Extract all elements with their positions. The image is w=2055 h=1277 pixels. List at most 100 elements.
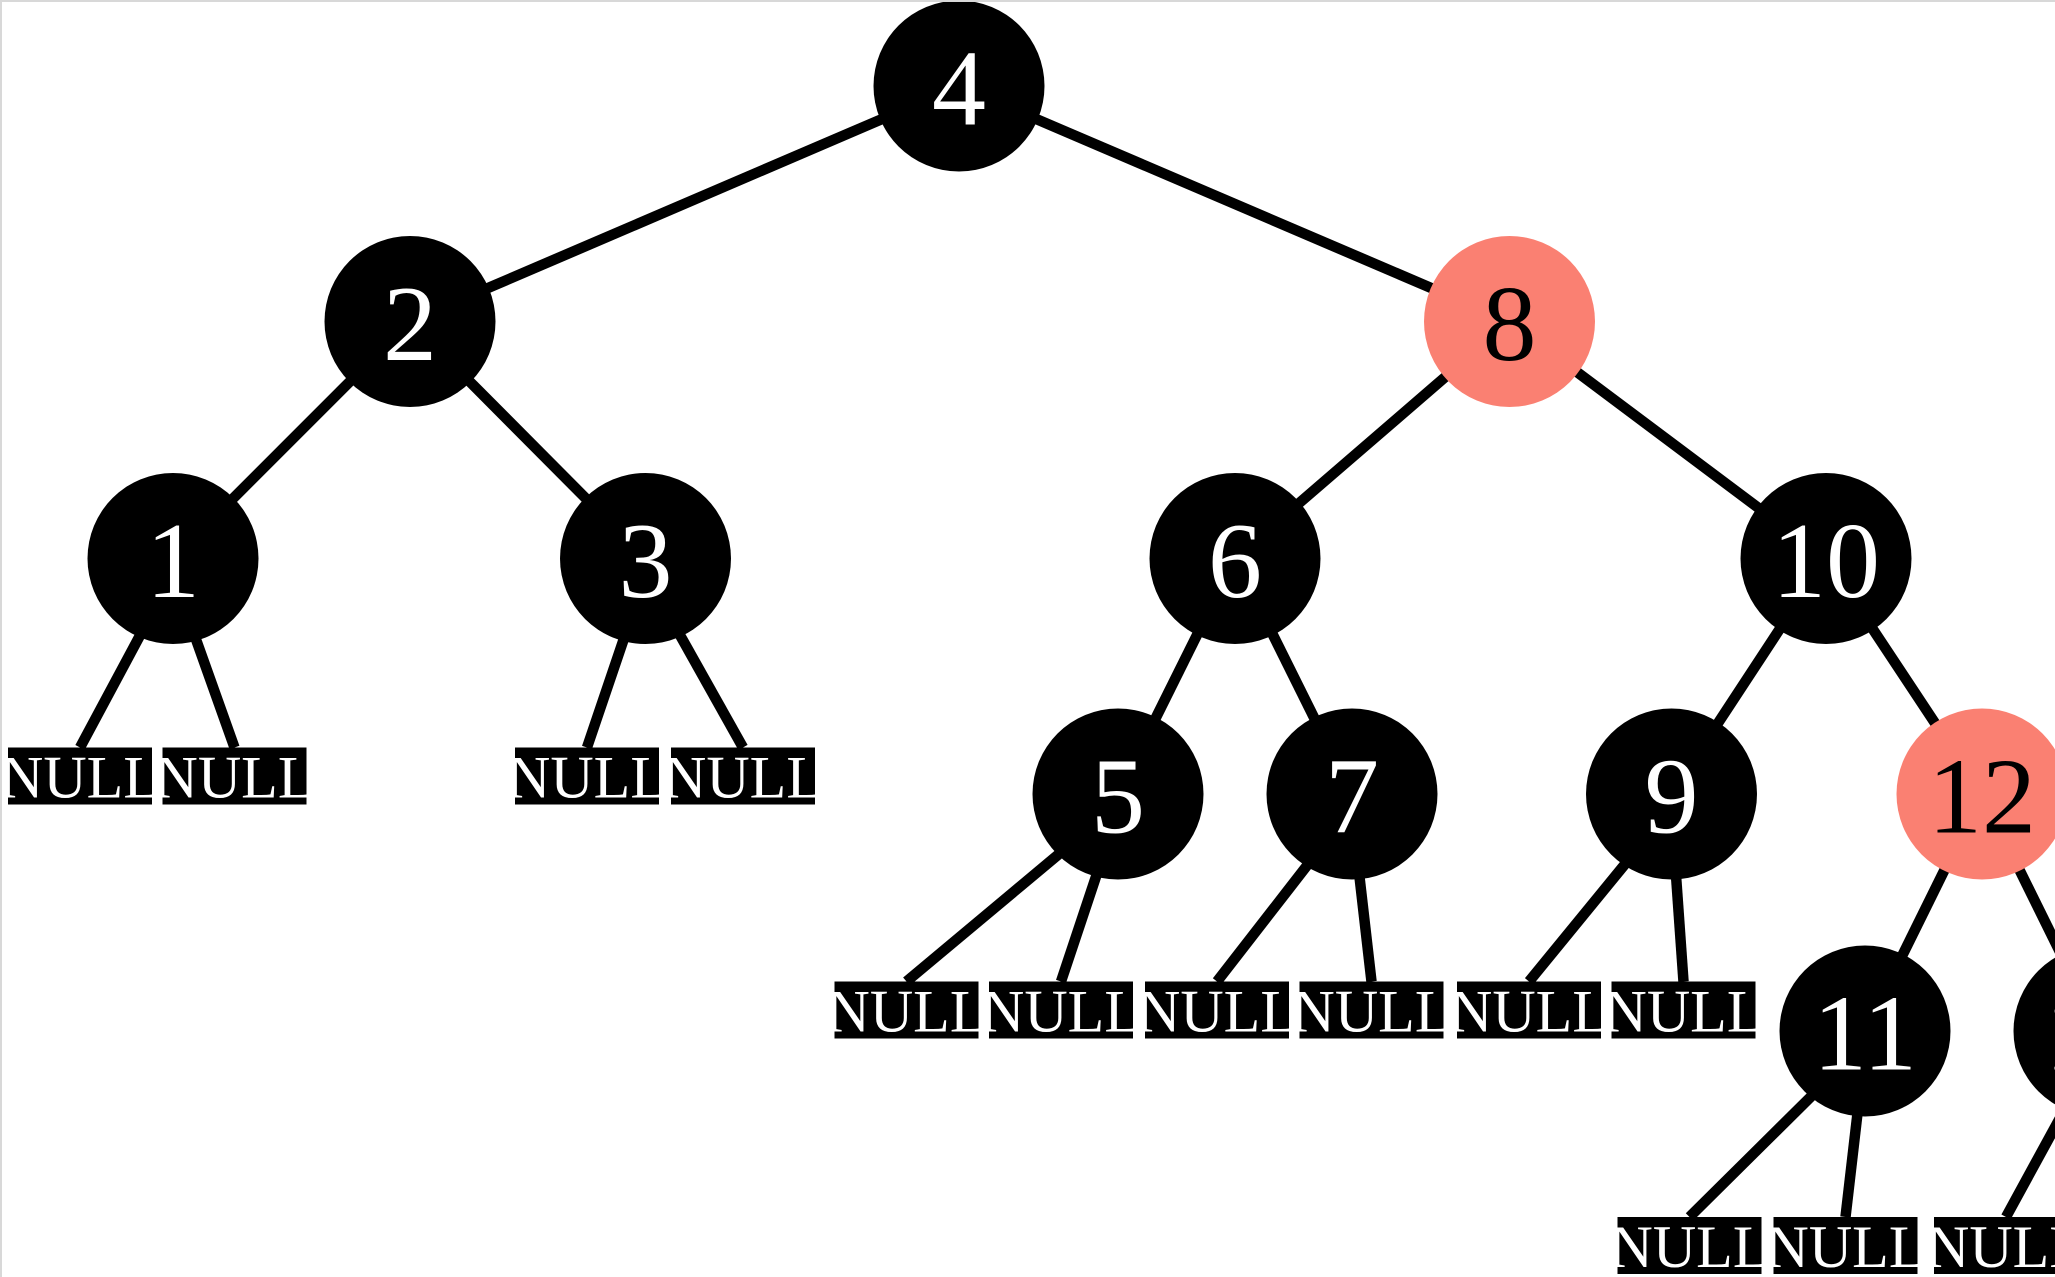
null-leaf: NULL bbox=[663, 745, 823, 811]
tree-edge bbox=[483, 113, 886, 294]
null-box bbox=[834, 981, 979, 1039]
node-circle-black[interactable] bbox=[1586, 708, 1757, 880]
null-leaf: NULL bbox=[1766, 1214, 1926, 1277]
node-label: 2 bbox=[383, 265, 437, 384]
tree-edge bbox=[1056, 872, 1102, 984]
null-leaf: NULL bbox=[2, 745, 160, 811]
null-leaf: NULL bbox=[1610, 1214, 1770, 1277]
node-label: 7 bbox=[1325, 738, 1379, 857]
null-label: NULL bbox=[507, 745, 667, 811]
null-label: NULL bbox=[1926, 1214, 2055, 1277]
null-label: NULL bbox=[981, 979, 1141, 1045]
null-box bbox=[8, 747, 152, 805]
tree-node-10[interactable]: 10 bbox=[1740, 473, 1912, 644]
null-label: NULL bbox=[155, 745, 315, 811]
null-label: NULL bbox=[1766, 1214, 1926, 1277]
null-label: NULL bbox=[2, 745, 160, 811]
node-label: 5 bbox=[1091, 738, 1145, 857]
tree-edge bbox=[1712, 624, 1786, 728]
null-label: NULL bbox=[827, 979, 987, 1045]
null-box bbox=[671, 747, 815, 805]
tree-edge bbox=[2001, 1116, 2055, 1220]
tree-node-11[interactable]: 11 bbox=[1779, 945, 1951, 1117]
tree-node-5[interactable]: 5 bbox=[1032, 708, 1204, 880]
node-circle-black[interactable] bbox=[1740, 473, 1912, 644]
tree-edge bbox=[1267, 630, 1320, 723]
tree-edge bbox=[1572, 366, 1764, 514]
null-label: NULL bbox=[1449, 979, 1609, 1045]
node-label: 12 bbox=[1928, 738, 2036, 857]
null-leaf: NULL bbox=[1449, 979, 1609, 1045]
tree-edge bbox=[1685, 1091, 1817, 1221]
node-circle-black[interactable] bbox=[2013, 946, 2055, 1117]
node-circle-black[interactable] bbox=[87, 473, 259, 644]
node-circle-black[interactable] bbox=[324, 236, 496, 407]
null-box bbox=[1457, 981, 1601, 1039]
nodes-layer: 4281361057912111314 bbox=[87, 2, 2055, 1117]
null-leaf: NULL bbox=[155, 745, 315, 811]
node-circle-red[interactable] bbox=[1424, 236, 1595, 407]
null-leaf: NULL bbox=[507, 745, 667, 811]
null-box bbox=[989, 981, 1133, 1039]
tree-node-9[interactable]: 9 bbox=[1586, 708, 1757, 880]
tree-node-4[interactable]: 4 bbox=[873, 2, 1045, 172]
node-label: 10 bbox=[1772, 502, 1880, 621]
null-leaf: NULL bbox=[1137, 979, 1297, 1045]
tree-edge bbox=[1212, 860, 1313, 985]
null-box bbox=[1611, 981, 1756, 1039]
node-circle-black[interactable] bbox=[1266, 708, 1438, 880]
null-label: NULL bbox=[1604, 979, 1764, 1045]
tree-edge bbox=[190, 636, 240, 750]
tree-edge bbox=[1867, 624, 1941, 729]
node-label: 3 bbox=[619, 502, 673, 621]
null-leaf: NULL bbox=[827, 979, 987, 1045]
null-box bbox=[515, 747, 659, 805]
tree-edge bbox=[75, 631, 146, 750]
tree-edge bbox=[2013, 865, 2055, 954]
null-leaf: NULL bbox=[1292, 979, 1452, 1045]
tree-node-8[interactable]: 8 bbox=[1424, 236, 1595, 407]
tree-edge bbox=[227, 376, 356, 504]
node-circle-black[interactable] bbox=[873, 2, 1045, 172]
tree-node-6[interactable]: 6 bbox=[1149, 473, 1321, 644]
tree-node-1[interactable]: 1 bbox=[87, 473, 259, 644]
node-circle-black[interactable] bbox=[1149, 473, 1321, 644]
node-label: 11 bbox=[1813, 975, 1917, 1094]
tree-edge bbox=[903, 848, 1064, 986]
null-box bbox=[1299, 981, 1444, 1039]
node-circle-red[interactable] bbox=[1896, 708, 2055, 880]
node-circle-black[interactable] bbox=[1032, 708, 1204, 880]
tree-edge bbox=[1150, 630, 1203, 723]
tree-node-7[interactable]: 7 bbox=[1266, 708, 1438, 880]
tree-edge bbox=[1670, 876, 1689, 982]
tree-edge bbox=[1896, 865, 1951, 960]
tree-edge bbox=[1032, 113, 1436, 294]
tree-node-3[interactable]: 3 bbox=[560, 473, 731, 644]
null-leaf: NULL bbox=[981, 979, 1141, 1045]
tree-node-13[interactable]: 13 bbox=[2013, 946, 2055, 1117]
tree-edge bbox=[1294, 371, 1451, 509]
tree-edge bbox=[1840, 1112, 1863, 1218]
null-leaf: NULL bbox=[1604, 979, 1764, 1045]
node-label: 6 bbox=[1208, 502, 1262, 621]
node-label: 9 bbox=[1645, 738, 1699, 857]
tree-node-12[interactable]: 12 bbox=[1896, 708, 2055, 880]
null-box bbox=[1773, 1217, 1918, 1274]
tree-edge bbox=[1354, 875, 1377, 983]
null-box bbox=[1934, 1217, 2055, 1274]
null-box bbox=[1617, 1217, 1762, 1274]
null-box bbox=[162, 747, 307, 805]
node-label: 8 bbox=[1483, 265, 1537, 384]
tree-node-2[interactable]: 2 bbox=[324, 236, 496, 407]
tree-edge bbox=[1524, 859, 1631, 985]
null-label: NULL bbox=[663, 745, 823, 811]
node-circle-black[interactable] bbox=[1779, 945, 1951, 1117]
tree-edge bbox=[674, 631, 748, 751]
null-label: NULL bbox=[1610, 1214, 1770, 1277]
node-label: 1 bbox=[146, 502, 200, 621]
tree-edge bbox=[582, 636, 630, 750]
node-circle-black[interactable] bbox=[560, 473, 731, 644]
node-label: 4 bbox=[932, 30, 986, 149]
